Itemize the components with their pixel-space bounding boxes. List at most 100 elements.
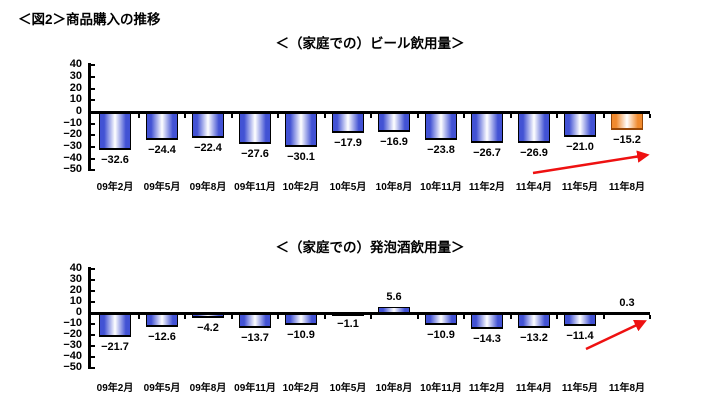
x-axis-label: 09年5月 — [143, 182, 181, 193]
bar — [378, 112, 410, 132]
y-axis-label: 20 — [69, 284, 82, 296]
x-axis-label: 10年2月 — [282, 182, 320, 193]
y-axis-tick — [91, 146, 95, 148]
y-axis-tick — [91, 356, 95, 358]
bar-value-label: −1.1 — [337, 318, 359, 330]
category-tick — [649, 315, 651, 319]
y-axis-tick — [91, 111, 95, 113]
y-axis-line — [88, 63, 91, 171]
bar-value-label: −12.6 — [148, 331, 176, 343]
bar — [564, 112, 596, 137]
bar — [146, 313, 178, 327]
bar-value-label: −10.9 — [427, 329, 455, 341]
category-tick — [138, 114, 140, 118]
bar-value-label: −10.9 — [287, 329, 315, 341]
x-axis-label: 11年2月 — [468, 182, 506, 193]
bar-value-label: 0.3 — [619, 297, 635, 309]
x-axis-label: 10年11月 — [420, 182, 462, 193]
x-axis-label: 11年5月 — [561, 182, 599, 193]
y-axis-tick — [91, 64, 95, 66]
x-axis-label: 09年2月 — [96, 182, 134, 193]
bar — [146, 112, 178, 140]
y-axis-tick — [91, 169, 95, 171]
y-axis-tick — [91, 158, 95, 160]
x-axis-label: 10年8月 — [375, 383, 413, 394]
bar-value-label: −23.8 — [427, 144, 455, 156]
x-axis-label: 10年5月 — [329, 182, 367, 193]
category-tick — [324, 114, 326, 118]
zero-line — [88, 312, 650, 315]
x-axis-label: 10年5月 — [329, 383, 367, 394]
category-tick — [463, 315, 465, 319]
x-axis-label: 10年8月 — [375, 182, 413, 193]
bar — [99, 112, 131, 150]
bar-value-label: −32.6 — [101, 154, 129, 166]
x-axis-label: 10年11月 — [420, 383, 462, 394]
bar-value-label: −11.4 — [566, 330, 594, 342]
category-tick — [603, 114, 605, 118]
y-axis-label: −20 — [63, 128, 82, 140]
bar-value-label: −22.4 — [194, 142, 222, 154]
category-tick — [510, 114, 512, 118]
bar-value-label: −21.7 — [101, 341, 129, 353]
x-axis-label: 09年8月 — [189, 383, 227, 394]
y-axis-tick — [91, 88, 95, 90]
y-axis-label: 40 — [69, 58, 82, 70]
y-axis-label: −10 — [63, 317, 82, 329]
x-axis-label: 09年5月 — [143, 383, 181, 394]
x-axis-label: 11年4月 — [515, 383, 553, 394]
page-title: ＜図2＞商品購入の推移 — [18, 12, 161, 27]
x-axis-label: 09年11月 — [234, 182, 276, 193]
bar — [285, 112, 317, 147]
y-axis-tick — [91, 279, 95, 281]
x-axis-label: 10年2月 — [282, 383, 320, 394]
bar-value-label: −27.6 — [241, 148, 269, 160]
category-tick — [184, 315, 186, 319]
happoshu-chart-title: ＜（家庭での）発泡酒飲用量＞ — [275, 240, 465, 255]
bar — [99, 313, 131, 337]
beer-chart-title: ＜（家庭での）ビール飲用量＞ — [275, 36, 465, 51]
zero-line — [88, 111, 650, 114]
bar — [192, 112, 224, 138]
category-tick — [277, 114, 279, 118]
y-axis-tick — [91, 290, 95, 292]
category-tick — [556, 114, 558, 118]
bar-value-label: −14.3 — [473, 333, 501, 345]
bar-value-label: −13.7 — [241, 332, 269, 344]
category-tick — [463, 114, 465, 118]
y-axis-label: −40 — [63, 350, 82, 362]
y-axis-label: 10 — [69, 93, 82, 105]
y-axis-tick — [91, 134, 95, 136]
bar-value-label: −4.2 — [197, 322, 219, 334]
y-axis-label: −10 — [63, 117, 82, 129]
x-axis-label: 09年2月 — [96, 383, 134, 394]
y-axis-label: −30 — [63, 339, 82, 351]
y-axis-tick — [91, 345, 95, 347]
category-tick — [277, 315, 279, 319]
y-axis-label: −50 — [63, 361, 82, 373]
y-axis-tick — [91, 367, 95, 369]
bar — [518, 313, 550, 328]
bar-value-label: −30.1 — [287, 151, 315, 163]
category-tick — [231, 315, 233, 319]
y-axis-label: 20 — [69, 82, 82, 94]
bar-value-label: −17.9 — [334, 137, 362, 149]
bar — [611, 112, 643, 130]
category-tick — [603, 315, 605, 319]
bar-value-label: −24.4 — [148, 144, 176, 156]
y-axis-label: 0 — [75, 105, 82, 117]
y-axis-tick — [91, 268, 95, 270]
bar-value-label: −13.2 — [520, 332, 548, 344]
bar-value-label: 5.6 — [386, 291, 402, 303]
y-axis-label: 30 — [69, 70, 82, 82]
x-axis-label: 09年8月 — [189, 182, 227, 193]
bar — [239, 313, 271, 328]
y-axis-tick — [91, 334, 95, 336]
x-axis-label: 11年4月 — [515, 182, 553, 193]
y-axis-label: 10 — [69, 295, 82, 307]
y-axis-label: −20 — [63, 328, 82, 340]
bar — [518, 112, 550, 143]
